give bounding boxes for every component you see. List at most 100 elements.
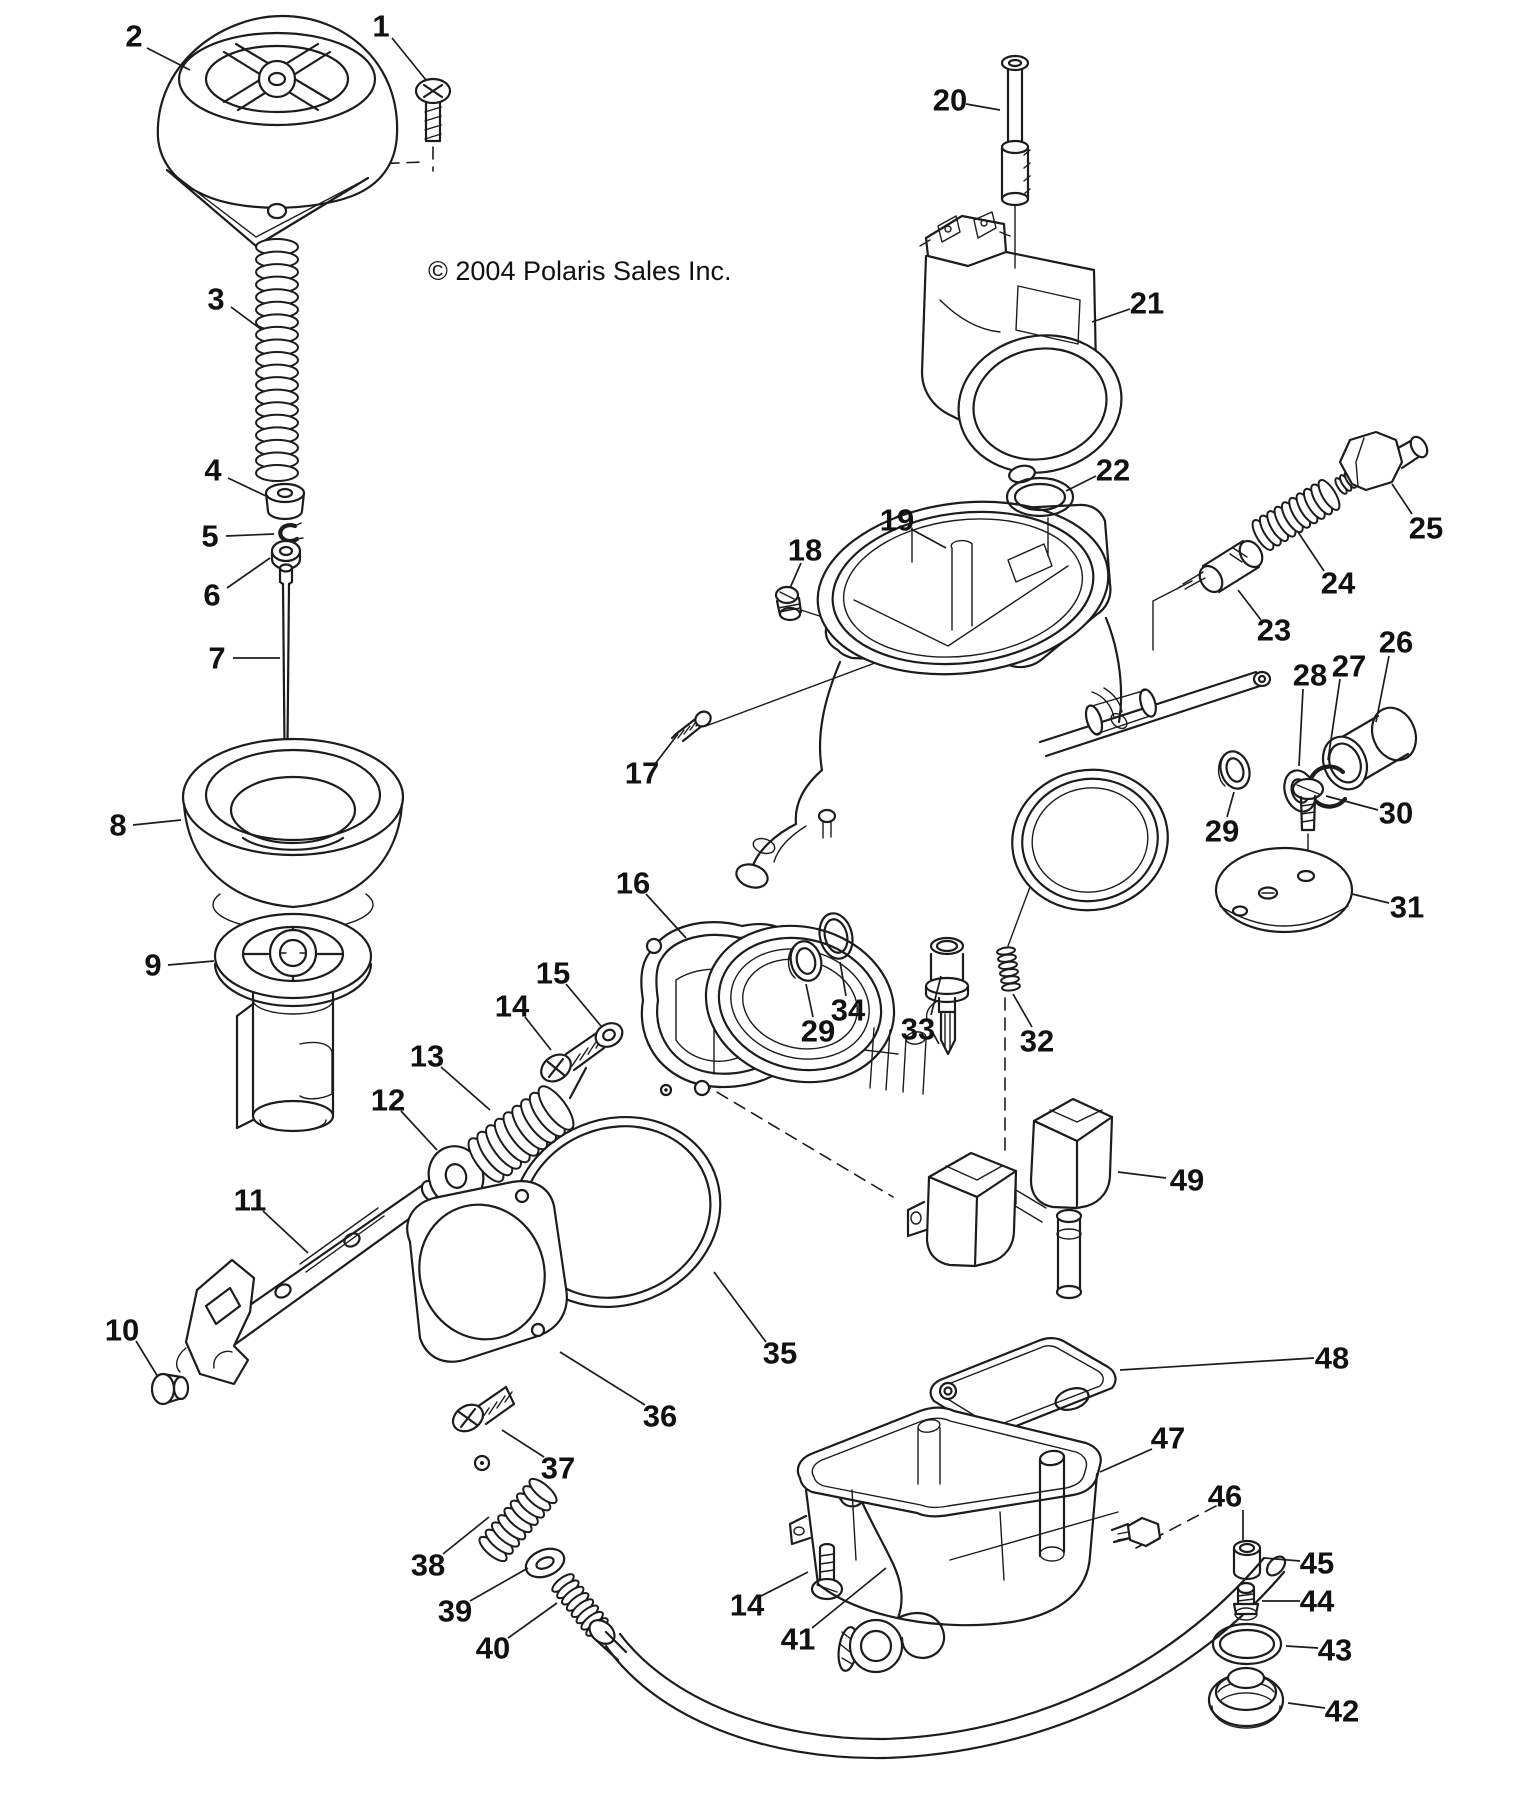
leader-line-15 bbox=[565, 983, 602, 1027]
callout-7: 7 bbox=[208, 641, 225, 676]
callout-21: 21 bbox=[1130, 286, 1164, 321]
callout-37: 37 bbox=[541, 1451, 575, 1486]
part-9-vacuum-slide bbox=[213, 912, 373, 1133]
callout-26: 26 bbox=[1379, 625, 1413, 660]
callout-23: 23 bbox=[1257, 613, 1291, 648]
leader-line-37 bbox=[501, 1429, 545, 1458]
leader-line-38 bbox=[442, 1516, 490, 1555]
leader-line-9 bbox=[167, 960, 215, 966]
callout-9: 9 bbox=[144, 948, 161, 983]
callout-24: 24 bbox=[1321, 566, 1356, 601]
callout-15: 15 bbox=[536, 956, 570, 991]
part-39-washer bbox=[524, 1547, 566, 1579]
callout-44: 44 bbox=[1300, 1584, 1335, 1619]
leader-line-29 bbox=[805, 983, 814, 1018]
callout-31: 31 bbox=[1390, 890, 1424, 925]
leader-line-28 bbox=[1298, 688, 1304, 767]
part-25-adjuster-bolt bbox=[1334, 430, 1429, 495]
callout-47: 47 bbox=[1151, 1421, 1185, 1456]
part-11-throttle-shaft bbox=[175, 1179, 442, 1386]
leader-line-47 bbox=[1099, 1448, 1153, 1473]
callout-13: 13 bbox=[410, 1039, 444, 1074]
leader-line-26 bbox=[1375, 655, 1390, 723]
callout-18: 18 bbox=[788, 533, 822, 568]
leader-line-43 bbox=[1285, 1645, 1319, 1649]
callout-33: 33 bbox=[901, 1012, 935, 1047]
part-47-float-bowl bbox=[788, 1406, 1102, 1627]
leader-line-17 bbox=[654, 733, 679, 765]
callout-17: 17 bbox=[625, 756, 659, 791]
callout-8: 8 bbox=[109, 808, 126, 843]
carburetor-line-art bbox=[150, 14, 1429, 1760]
leader-line-27 bbox=[1327, 678, 1341, 761]
leader-line-21 bbox=[1091, 308, 1131, 323]
part-33-needle-valve bbox=[924, 936, 970, 1056]
callout-49: 49 bbox=[1170, 1163, 1204, 1198]
part-38-spring bbox=[478, 1477, 558, 1563]
leader-line-30 bbox=[1325, 795, 1379, 811]
callout-12: 12 bbox=[371, 1083, 405, 1118]
part-45-spacer bbox=[1232, 1539, 1262, 1581]
leader-line-6 bbox=[226, 557, 271, 589]
part-13-spring-tang bbox=[568, 1066, 588, 1100]
part-22-o-ring bbox=[1005, 476, 1075, 518]
leader-line-16 bbox=[645, 893, 687, 939]
leader-line-3 bbox=[230, 306, 263, 331]
part-2-vent-cover bbox=[156, 14, 399, 248]
part-15-washer bbox=[594, 1022, 624, 1048]
part-46-bolt bbox=[1110, 1516, 1162, 1548]
callout-29: 29 bbox=[1205, 814, 1239, 849]
callout-10: 10 bbox=[105, 1313, 139, 1348]
callout-41: 41 bbox=[781, 1622, 815, 1657]
callout-16: 16 bbox=[616, 866, 650, 901]
leader-line-36 bbox=[559, 1351, 646, 1406]
leader-line-49 bbox=[1117, 1171, 1167, 1179]
callout-46: 46 bbox=[1208, 1479, 1242, 1514]
leader-line-35 bbox=[713, 1271, 767, 1343]
part-26-dust-cap bbox=[1321, 706, 1418, 791]
callout-14: 14 bbox=[730, 1588, 765, 1623]
callout-6: 6 bbox=[203, 578, 220, 613]
part-42-drain-plug bbox=[1207, 1666, 1285, 1729]
leader-line-40 bbox=[507, 1602, 558, 1639]
callout-1: 1 bbox=[372, 9, 389, 44]
callout-11: 11 bbox=[234, 1183, 267, 1218]
callout-20: 20 bbox=[933, 83, 967, 118]
callout-25: 25 bbox=[1409, 511, 1443, 546]
callout-14: 14 bbox=[495, 989, 530, 1024]
callout-4: 4 bbox=[204, 453, 222, 488]
leader-line-12 bbox=[400, 1110, 438, 1151]
callout-34: 34 bbox=[831, 993, 866, 1028]
leader-line-1 bbox=[391, 37, 427, 81]
part-10-plug bbox=[150, 1372, 190, 1406]
leader-line-34 bbox=[839, 961, 847, 997]
leader-line-25 bbox=[1391, 483, 1413, 515]
leader-line-23 bbox=[1237, 589, 1262, 621]
callout-36: 36 bbox=[643, 1399, 677, 1434]
part-4-spring-seat bbox=[264, 482, 306, 521]
part-20-needle-jet-pin bbox=[1000, 54, 1031, 207]
leader-line-8 bbox=[132, 819, 182, 826]
callout-42: 42 bbox=[1325, 1694, 1359, 1729]
part-31-cover-plate bbox=[1214, 846, 1354, 934]
throttle-cable bbox=[604, 1555, 1287, 1760]
part-21-throttle-valve-housing bbox=[919, 211, 1123, 484]
part-37-screw bbox=[451, 1385, 516, 1472]
callout-38: 38 bbox=[411, 1548, 445, 1583]
leader-line-5 bbox=[225, 533, 275, 537]
part-8-diaphragm bbox=[181, 737, 405, 932]
part-24-adjuster-spring bbox=[1251, 479, 1341, 551]
callout-3: 3 bbox=[207, 282, 224, 317]
part-19-carburetor-body bbox=[704, 500, 1272, 1095]
callout-29: 29 bbox=[801, 1014, 835, 1049]
leader-line-10 bbox=[135, 1340, 159, 1378]
part-44-jet bbox=[1232, 1581, 1260, 1621]
part-30-screw bbox=[1291, 777, 1325, 869]
leader-line-4 bbox=[227, 477, 267, 497]
part-14-screw bbox=[540, 1030, 606, 1083]
leader-line-45 bbox=[1263, 1557, 1301, 1562]
callout-35: 35 bbox=[763, 1336, 797, 1371]
part-32-spring bbox=[996, 946, 1021, 992]
